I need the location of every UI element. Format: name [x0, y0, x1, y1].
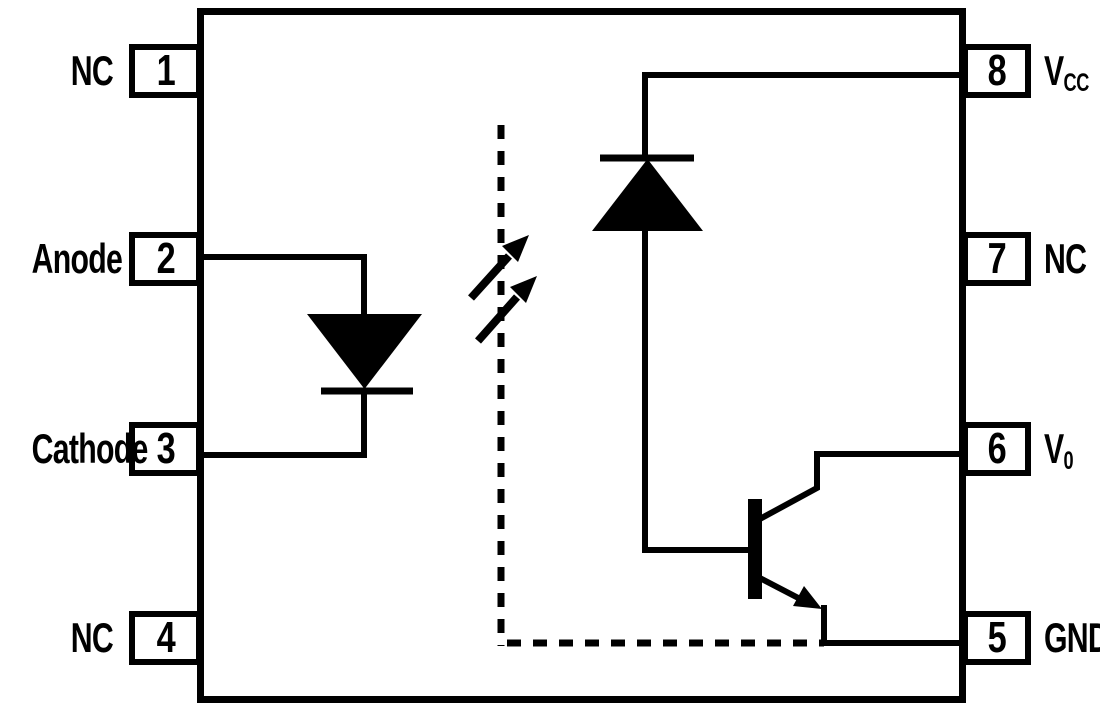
pin-5-box: 5: [962, 611, 1031, 665]
light-arrow-head: [510, 276, 537, 303]
pin-3-box: 3: [129, 422, 202, 476]
pin-6-label: V0: [1044, 422, 1074, 476]
pin-8-label-main: V: [1044, 47, 1064, 94]
pin-7-label-main: NC: [1044, 235, 1087, 282]
pin-8-label-subscript: CC: [1063, 68, 1089, 97]
pin-4-box: 4: [129, 611, 202, 665]
pin-5-number: 5: [987, 613, 1006, 662]
isolation-barrier-dashed-icon: [497, 125, 824, 647]
pin-1-number: 1: [156, 46, 175, 95]
pin-4-number: 4: [156, 613, 175, 662]
ic-body-outline: [197, 8, 966, 703]
pin-7-number: 7: [987, 234, 1006, 283]
pin-2-number: 2: [156, 234, 175, 283]
gnd-wire: [821, 605, 962, 646]
pin-8-box: 8: [962, 44, 1031, 98]
anode-wire: [200, 254, 367, 316]
npn-transistor-icon: [642, 451, 962, 646]
transistor-base-bar: [748, 499, 762, 599]
pin-1-box: 1: [129, 44, 202, 98]
led-diode-down-icon: [200, 254, 422, 458]
pin-7-label: NC: [1044, 232, 1087, 286]
pin-5-label: GND: [1044, 611, 1100, 665]
photodiode-triangle: [592, 159, 703, 231]
pin-6-box: 6: [962, 422, 1031, 476]
pin-4-label: NC: [70, 614, 114, 661]
pin-7-box: 7: [962, 232, 1031, 286]
emitter-arrow-head: [793, 586, 822, 609]
pin-6-label-main: V: [1044, 425, 1064, 472]
pin-3-label: Cathode: [31, 425, 149, 472]
pin-6-label-subscript: 0: [1063, 446, 1074, 475]
light-arrow-head: [502, 235, 529, 262]
pin-2-label: Anode: [31, 235, 123, 282]
pin-2-box: 2: [129, 232, 202, 286]
photodiode-up-icon: [592, 72, 962, 551]
pin-3-number: 3: [156, 424, 175, 473]
cathode-wire: [200, 391, 367, 458]
pin-8-label: VCC: [1044, 44, 1089, 98]
vcc-wire: [642, 72, 962, 158]
pin-5-label-main: GND: [1044, 614, 1100, 661]
pin-8-number: 8: [987, 46, 1006, 95]
pin-6-number: 6: [987, 424, 1006, 473]
collector-wire: [756, 451, 962, 523]
led-triangle: [307, 314, 422, 389]
pin-1-label: NC: [70, 47, 114, 94]
